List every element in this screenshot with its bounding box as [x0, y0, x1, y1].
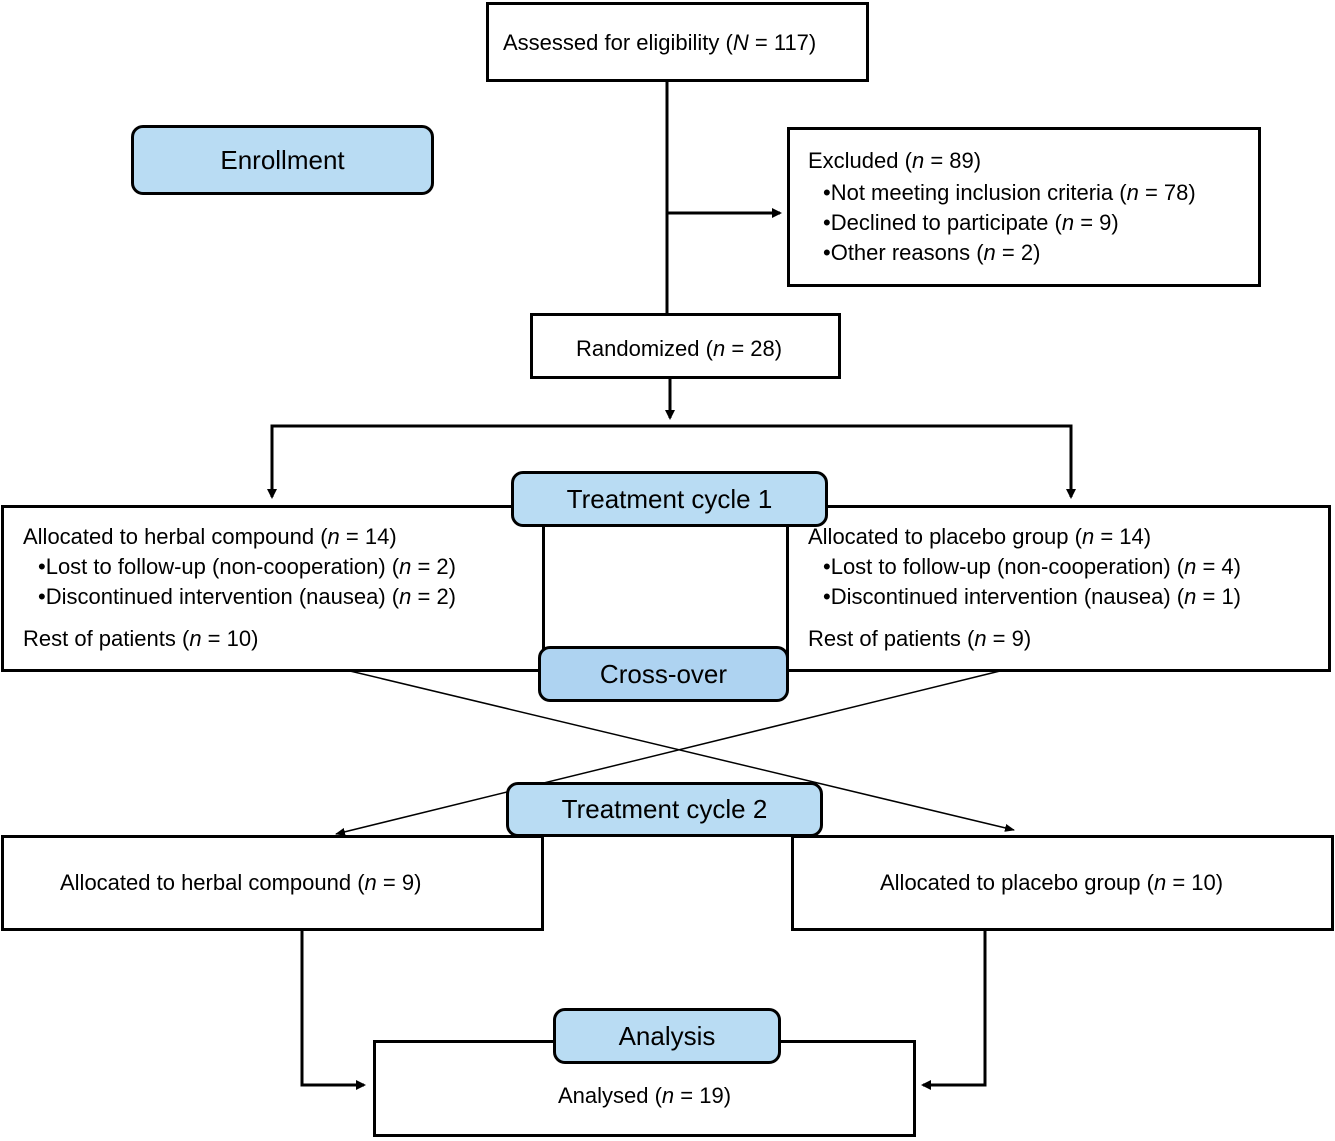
crossover-line-placebo-to-herbal — [335, 670, 1001, 836]
cycle2-herbal-text: Allocated to herbal compound (n = 9) — [60, 870, 422, 895]
analysed-text: Analysed (n = 19) — [557, 1083, 732, 1108]
analysis-label: Analysis — [553, 1008, 781, 1064]
cycle1-herbal-title: Allocated to herbal compound (n = 14) — [23, 524, 397, 549]
eligibility-box: Assessed for eligibility (N = 117) — [486, 2, 869, 82]
randomized-text: Randomized (n = 28) — [576, 336, 783, 361]
excluded-box: Excluded (n = 89) •Not meeting inclusion… — [787, 127, 1261, 287]
eligibility-text: Assessed for eligibility (N = 117) — [503, 30, 817, 55]
cycle1-herbal-item: •Discontinued intervention (nausea) (n =… — [38, 584, 457, 609]
cycle1-herbal-item: •Lost to follow-up (non-cooperation) (n … — [38, 554, 456, 579]
excluded-item: •Declined to participate (n = 9) — [823, 210, 1119, 235]
herbal-to-analysis-line — [300, 930, 366, 1090]
treatment-cycle-1-label: Treatment cycle 1 — [511, 471, 828, 527]
cycle1-herbal-box: Allocated to herbal compound (n = 14) •L… — [1, 505, 545, 672]
crossover-line-herbal-to-placebo — [349, 670, 1015, 832]
enrollment-label: Enrollment — [131, 125, 434, 195]
cycle2-herbal-box: Allocated to herbal compound (n = 9) — [1, 835, 544, 931]
treatment-cycle-2-label: Treatment cycle 2 — [506, 782, 823, 837]
cycle1-placebo-title: Allocated to placebo group (n = 14) — [808, 524, 1152, 549]
cycle1-herbal-rest: Rest of patients (n = 10) — [23, 626, 259, 651]
cycle2-placebo-box: Allocated to placebo group (n = 10) — [791, 835, 1334, 931]
cycle1-placebo-box: Allocated to placebo group (n = 14) •Los… — [786, 505, 1331, 672]
crossover-label: Cross-over — [538, 646, 789, 702]
placebo-to-analysis-line — [921, 930, 987, 1090]
cycle2-placebo-text: Allocated to placebo group (n = 10) — [880, 870, 1224, 895]
excluded-item: •Other reasons (n = 2) — [823, 240, 1041, 265]
cycle1-placebo-rest: Rest of patients (n = 9) — [808, 626, 1032, 651]
excluded-item: •Not meeting inclusion criteria (n = 78) — [823, 180, 1196, 205]
excluded-title: Excluded (n = 89) — [808, 148, 982, 173]
allocation-branch-line — [270, 424, 1073, 495]
cycle1-placebo-item: •Lost to follow-up (non-cooperation) (n … — [823, 554, 1241, 579]
cycle1-placebo-item: •Discontinued intervention (nausea) (n =… — [823, 584, 1242, 609]
randomized-box: Randomized (n = 28) — [530, 313, 841, 379]
